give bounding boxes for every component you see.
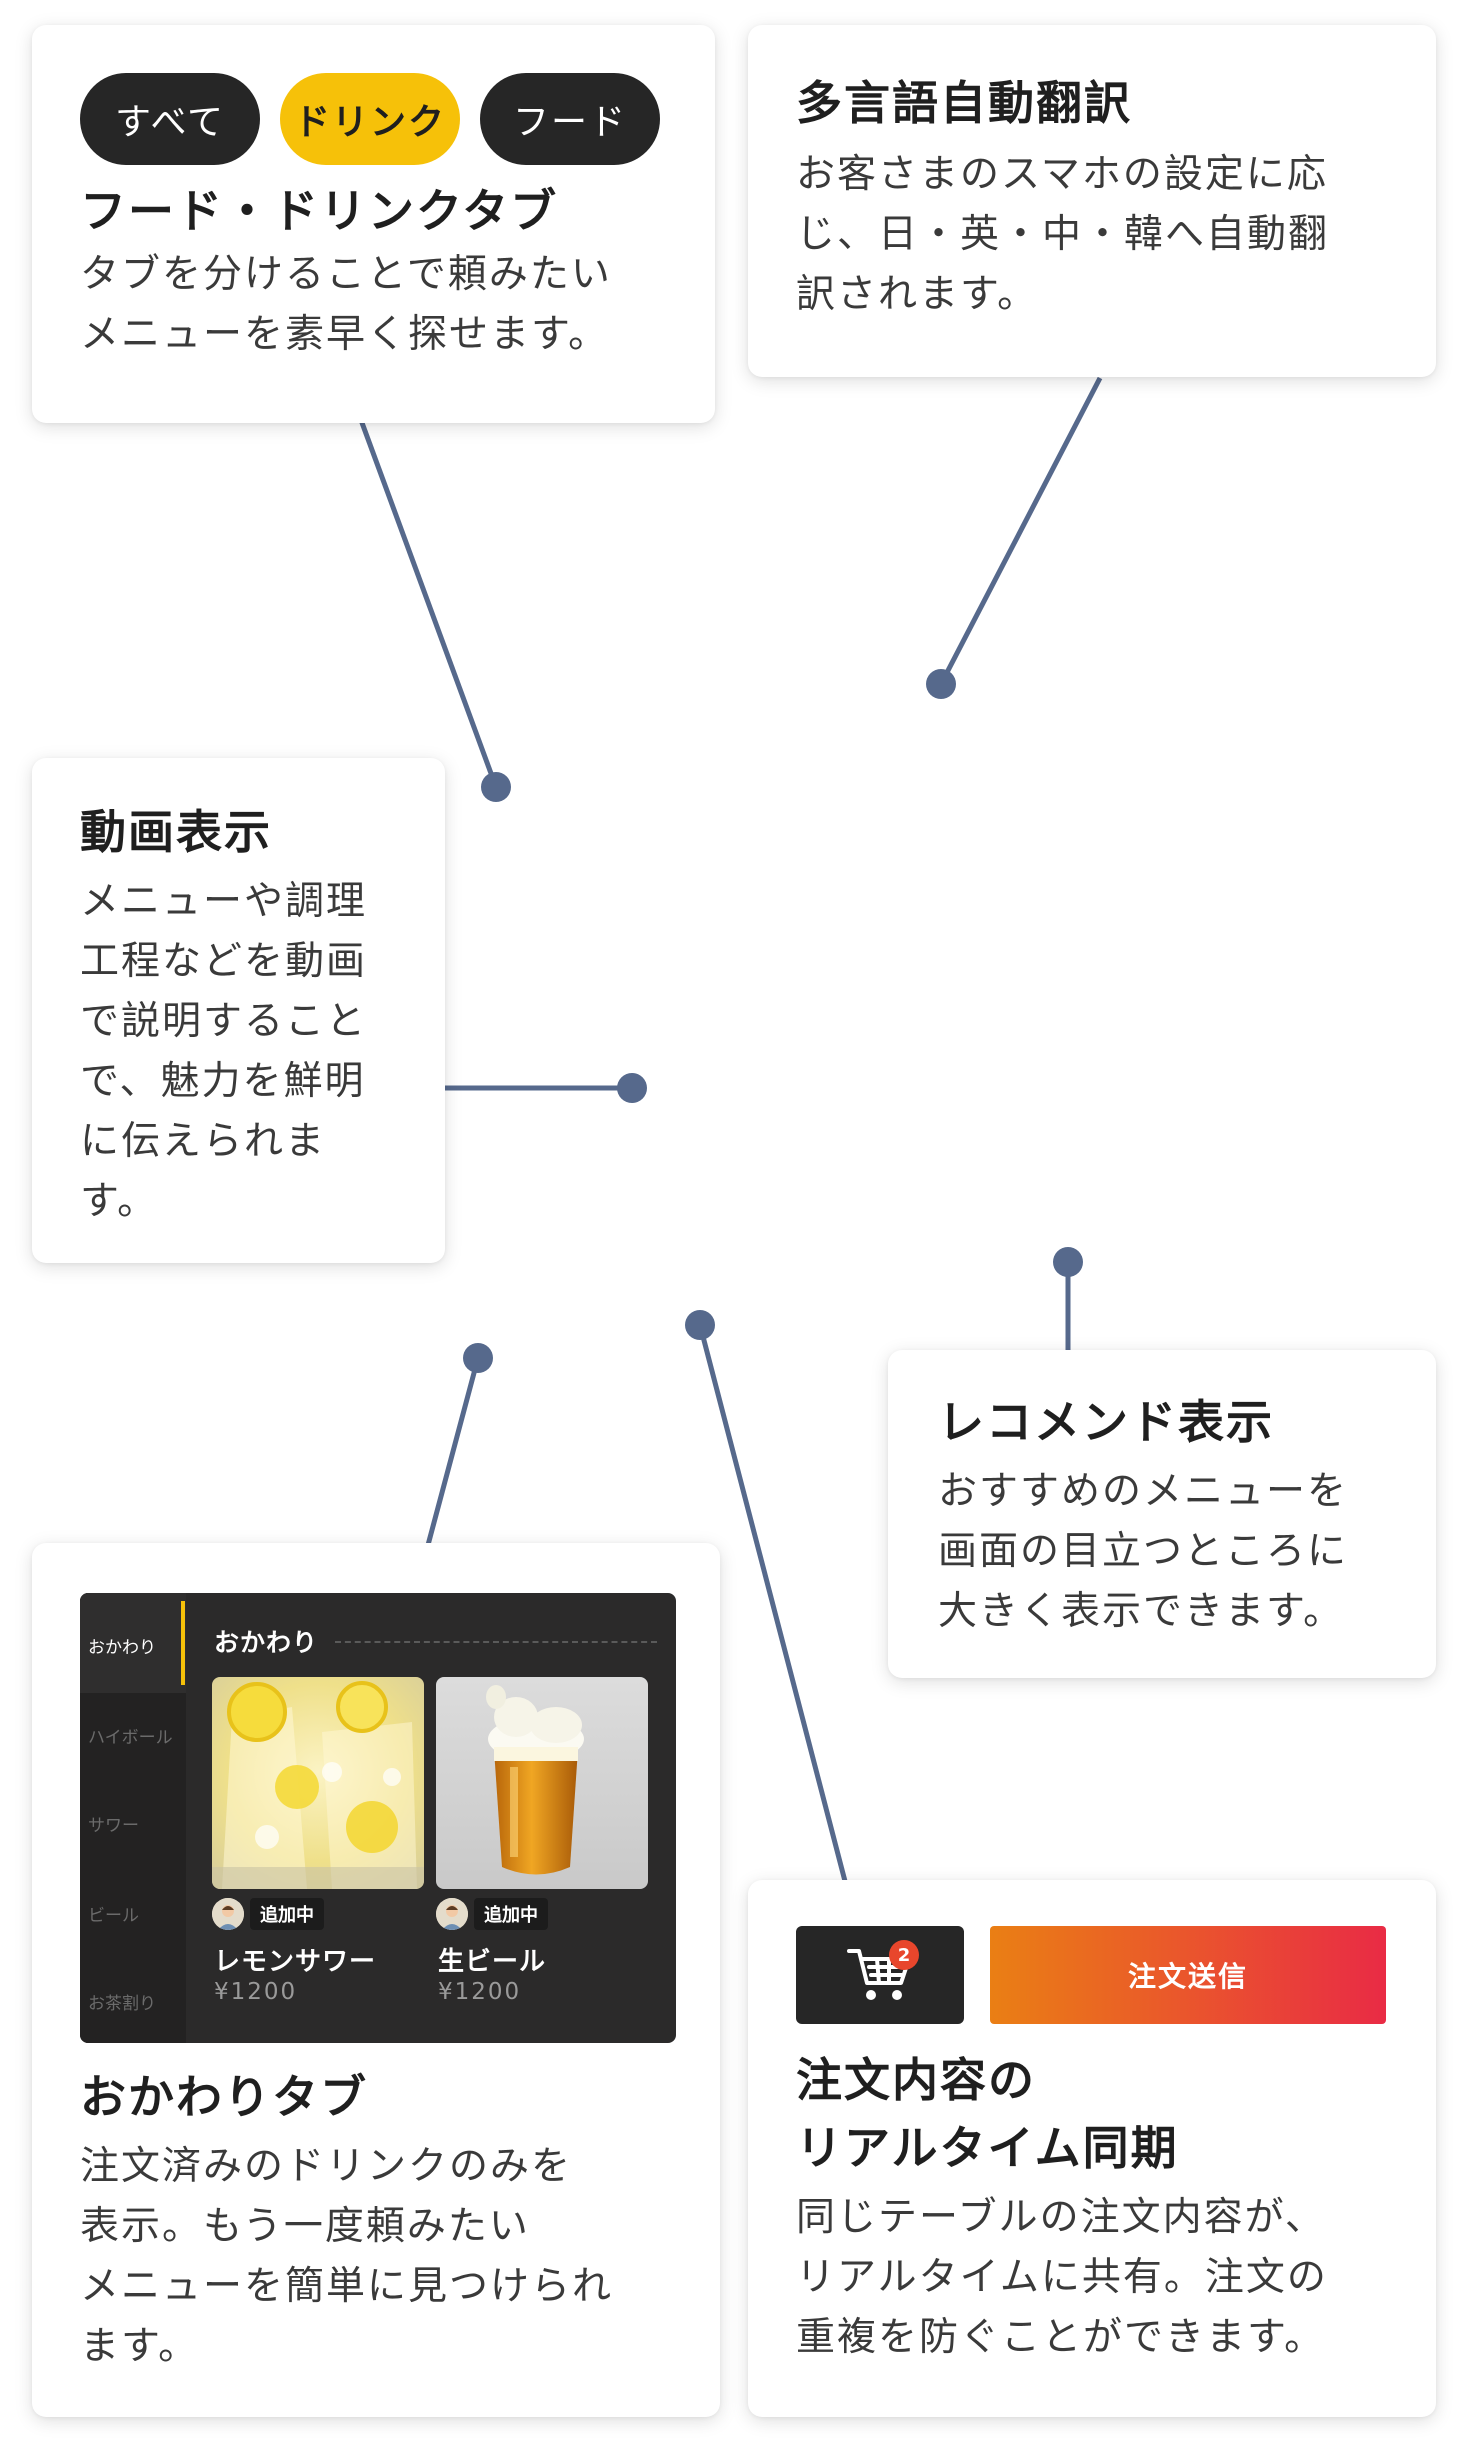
tab-food[interactable]: フード — [480, 73, 660, 165]
beer-photo[interactable] — [436, 1677, 648, 1889]
product-price: ¥1200 — [438, 1979, 522, 2005]
mock-section-title: おかわり — [214, 1628, 319, 1657]
connector-dot — [926, 669, 956, 699]
card-description: おすすめのメニューを 画面の目立つところに 大きく表示できます。 — [938, 1469, 1349, 1634]
product-price: ¥1200 — [214, 1979, 298, 2005]
tab-all[interactable]: すべて — [80, 73, 260, 165]
sidebar-active-bg — [80, 1593, 186, 1693]
card-description: タブを分けることで頼みたい メニューを素早く探せます。 — [80, 252, 612, 357]
status-text: 追加中 — [250, 1898, 324, 1930]
connector-dot — [1053, 1247, 1083, 1277]
card-description: メニューや調理 工程などを動画 で説明すること で、魅力を鮮明 に伝えられま す… — [80, 879, 368, 1224]
card-title: 多言語自動翻訳 — [796, 76, 1132, 130]
connector-dot — [481, 772, 511, 802]
cart-count-badge: 2 — [889, 1940, 919, 1970]
connector-translate — [938, 376, 1103, 686]
send-order-button[interactable]: 注文送信 — [990, 1926, 1386, 2024]
feature-card-translate: 多言語自動翻訳 お客さまのスマホの設定に応 じ、日・英・中・韓へ自動翻 訳されま… — [748, 25, 1436, 377]
card-title: おかわりタブ — [80, 2070, 368, 2124]
sidebar-item-okawari[interactable]: おかわり — [88, 1638, 156, 1658]
card-description: 同じテーブルの注文内容が、 リアルタイムに共有。注文の 重複を防ぐことができます… — [796, 2195, 1328, 2360]
card-description: 注文済みのドリンクのみを 表示。もう一度頼みたい メニューを簡単に見つけられ ま… — [80, 2144, 614, 2369]
connector-tabs — [358, 419, 499, 788]
connector-dot — [685, 1310, 715, 1340]
card-description: お客さまのスマホの設定に応 じ、日・英・中・韓へ自動翻 訳されます。 — [796, 152, 1330, 317]
feature-card-video: 動画表示 メニューや調理 工程などを動画 で説明すること で、魅力を鮮明 に伝え… — [32, 758, 445, 1263]
okawari-screen-mock: おかわり ハイボール サワー ビール お茶割り おかわり — [80, 1593, 676, 2043]
status-badge: 追加中 — [436, 1897, 548, 1931]
cart-button[interactable]: 2 — [796, 1926, 964, 2024]
product-name: 生ビール — [438, 1947, 547, 1977]
status-badge: 追加中 — [212, 1897, 324, 1931]
avatar — [436, 1898, 468, 1930]
product-name: レモンサワー — [214, 1947, 377, 1977]
tab-drink[interactable]: ドリンク — [280, 73, 460, 165]
section-divider — [335, 1641, 657, 1643]
feature-card-okawari: おかわり ハイボール サワー ビール お茶割り おかわり — [32, 1543, 720, 2417]
avatar — [212, 1898, 244, 1930]
connector-dot — [617, 1073, 647, 1103]
sidebar-item-highball[interactable]: ハイボール — [88, 1728, 173, 1748]
connector-okawari — [425, 1357, 481, 1546]
card-title: フード・ドリンクタブ — [80, 184, 559, 238]
lemon-sour-photo[interactable] — [212, 1677, 424, 1889]
connector-sync — [697, 1324, 849, 1886]
sidebar-item-sour[interactable]: サワー — [88, 1816, 139, 1836]
card-title: レコメンド表示 — [938, 1395, 1274, 1449]
sidebar-item-tea-mix[interactable]: お茶割り — [88, 1994, 156, 2014]
card-title: 動画表示 — [80, 805, 272, 859]
card-title: 注文内容の リアルタイム同期 — [796, 2053, 1179, 2175]
status-text: 追加中 — [474, 1898, 548, 1930]
feature-card-tabs: すべて ドリンク フード フード・ドリンクタブ タブを分けることで頼みたい メニ… — [32, 25, 715, 423]
feature-card-recommend: レコメンド表示 おすすめのメニューを 画面の目立つところに 大きく表示できます。 — [888, 1350, 1436, 1678]
mock-sidebar: おかわり ハイボール サワー ビール お茶割り — [80, 1593, 186, 2043]
sidebar-active-indicator — [181, 1601, 185, 1685]
category-tabs: すべて ドリンク フード — [80, 73, 667, 165]
feature-card-order-sync: 2 注文送信 注文内容の リアルタイム同期 同じテーブルの注文内容が、 リアルタ… — [748, 1880, 1436, 2417]
connector-dot — [463, 1343, 493, 1373]
sidebar-item-beer[interactable]: ビール — [88, 1906, 139, 1926]
